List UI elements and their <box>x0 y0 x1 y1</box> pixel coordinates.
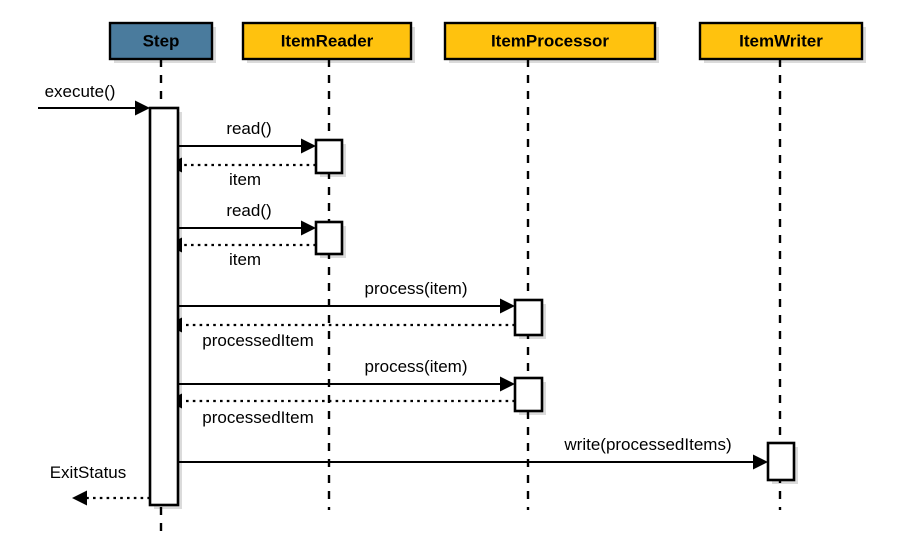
msg-read-2-label: read() <box>226 201 271 220</box>
msg-process-2-label: process(item) <box>365 357 468 376</box>
header-label-item-reader: ItemReader <box>281 31 374 50</box>
msg-process-1-arrowhead <box>500 298 515 314</box>
msg-read-2-arrowhead <box>301 220 316 236</box>
header-box-item-writer <box>698 21 864 61</box>
shadow-layer <box>114 27 866 509</box>
writer-activation-1 <box>766 441 796 482</box>
reader-activation-1 <box>314 138 344 175</box>
header-label-item-writer: ItemWriter <box>739 31 823 50</box>
msg-execute-label: execute() <box>45 82 116 101</box>
participant-header-item-writer[interactable]: ItemWriter <box>698 21 864 61</box>
msg-write-arrowhead <box>753 454 768 470</box>
header-box-item-processor <box>443 21 657 61</box>
msg-item-2-label: item <box>229 250 261 269</box>
participant-header-layer: Step ItemReader ItemProcessor ItemWriter <box>108 21 864 61</box>
message-label-layer: execute() read() item read() item process(ite… <box>45 82 732 482</box>
processor-activation-1 <box>513 298 544 337</box>
msg-process-2-arrowhead <box>500 376 515 392</box>
participant-header-step[interactable]: Step <box>108 21 214 61</box>
msg-exitstatus-label: ExitStatus <box>50 463 127 482</box>
msg-processeditem-2-label: processedItem <box>202 408 314 427</box>
activation-layer <box>148 106 796 507</box>
processor-activation-2 <box>513 376 544 413</box>
header-label-item-processor: ItemProcessor <box>491 31 609 50</box>
msg-write-label: write(processedItems) <box>563 435 731 454</box>
msg-exitstatus-arrowhead <box>72 490 87 506</box>
reader-activation-2 <box>314 220 344 256</box>
header-box-item-reader <box>241 21 413 61</box>
msg-process-1-label: process(item) <box>365 279 468 298</box>
msg-execute-arrowhead <box>135 100 150 116</box>
lifeline-layer <box>159 59 782 538</box>
header-label-step: Step <box>143 31 180 50</box>
step-activation <box>148 106 180 507</box>
msg-processeditem-1-label: processedItem <box>202 331 314 350</box>
msg-item-1-label: item <box>229 170 261 189</box>
participant-header-item-reader[interactable]: ItemReader <box>241 21 413 61</box>
msg-read-1-arrowhead <box>301 138 316 154</box>
participant-header-item-processor[interactable]: ItemProcessor <box>443 21 657 61</box>
header-box-step <box>108 21 214 61</box>
msg-read-1-label: read() <box>226 119 271 138</box>
